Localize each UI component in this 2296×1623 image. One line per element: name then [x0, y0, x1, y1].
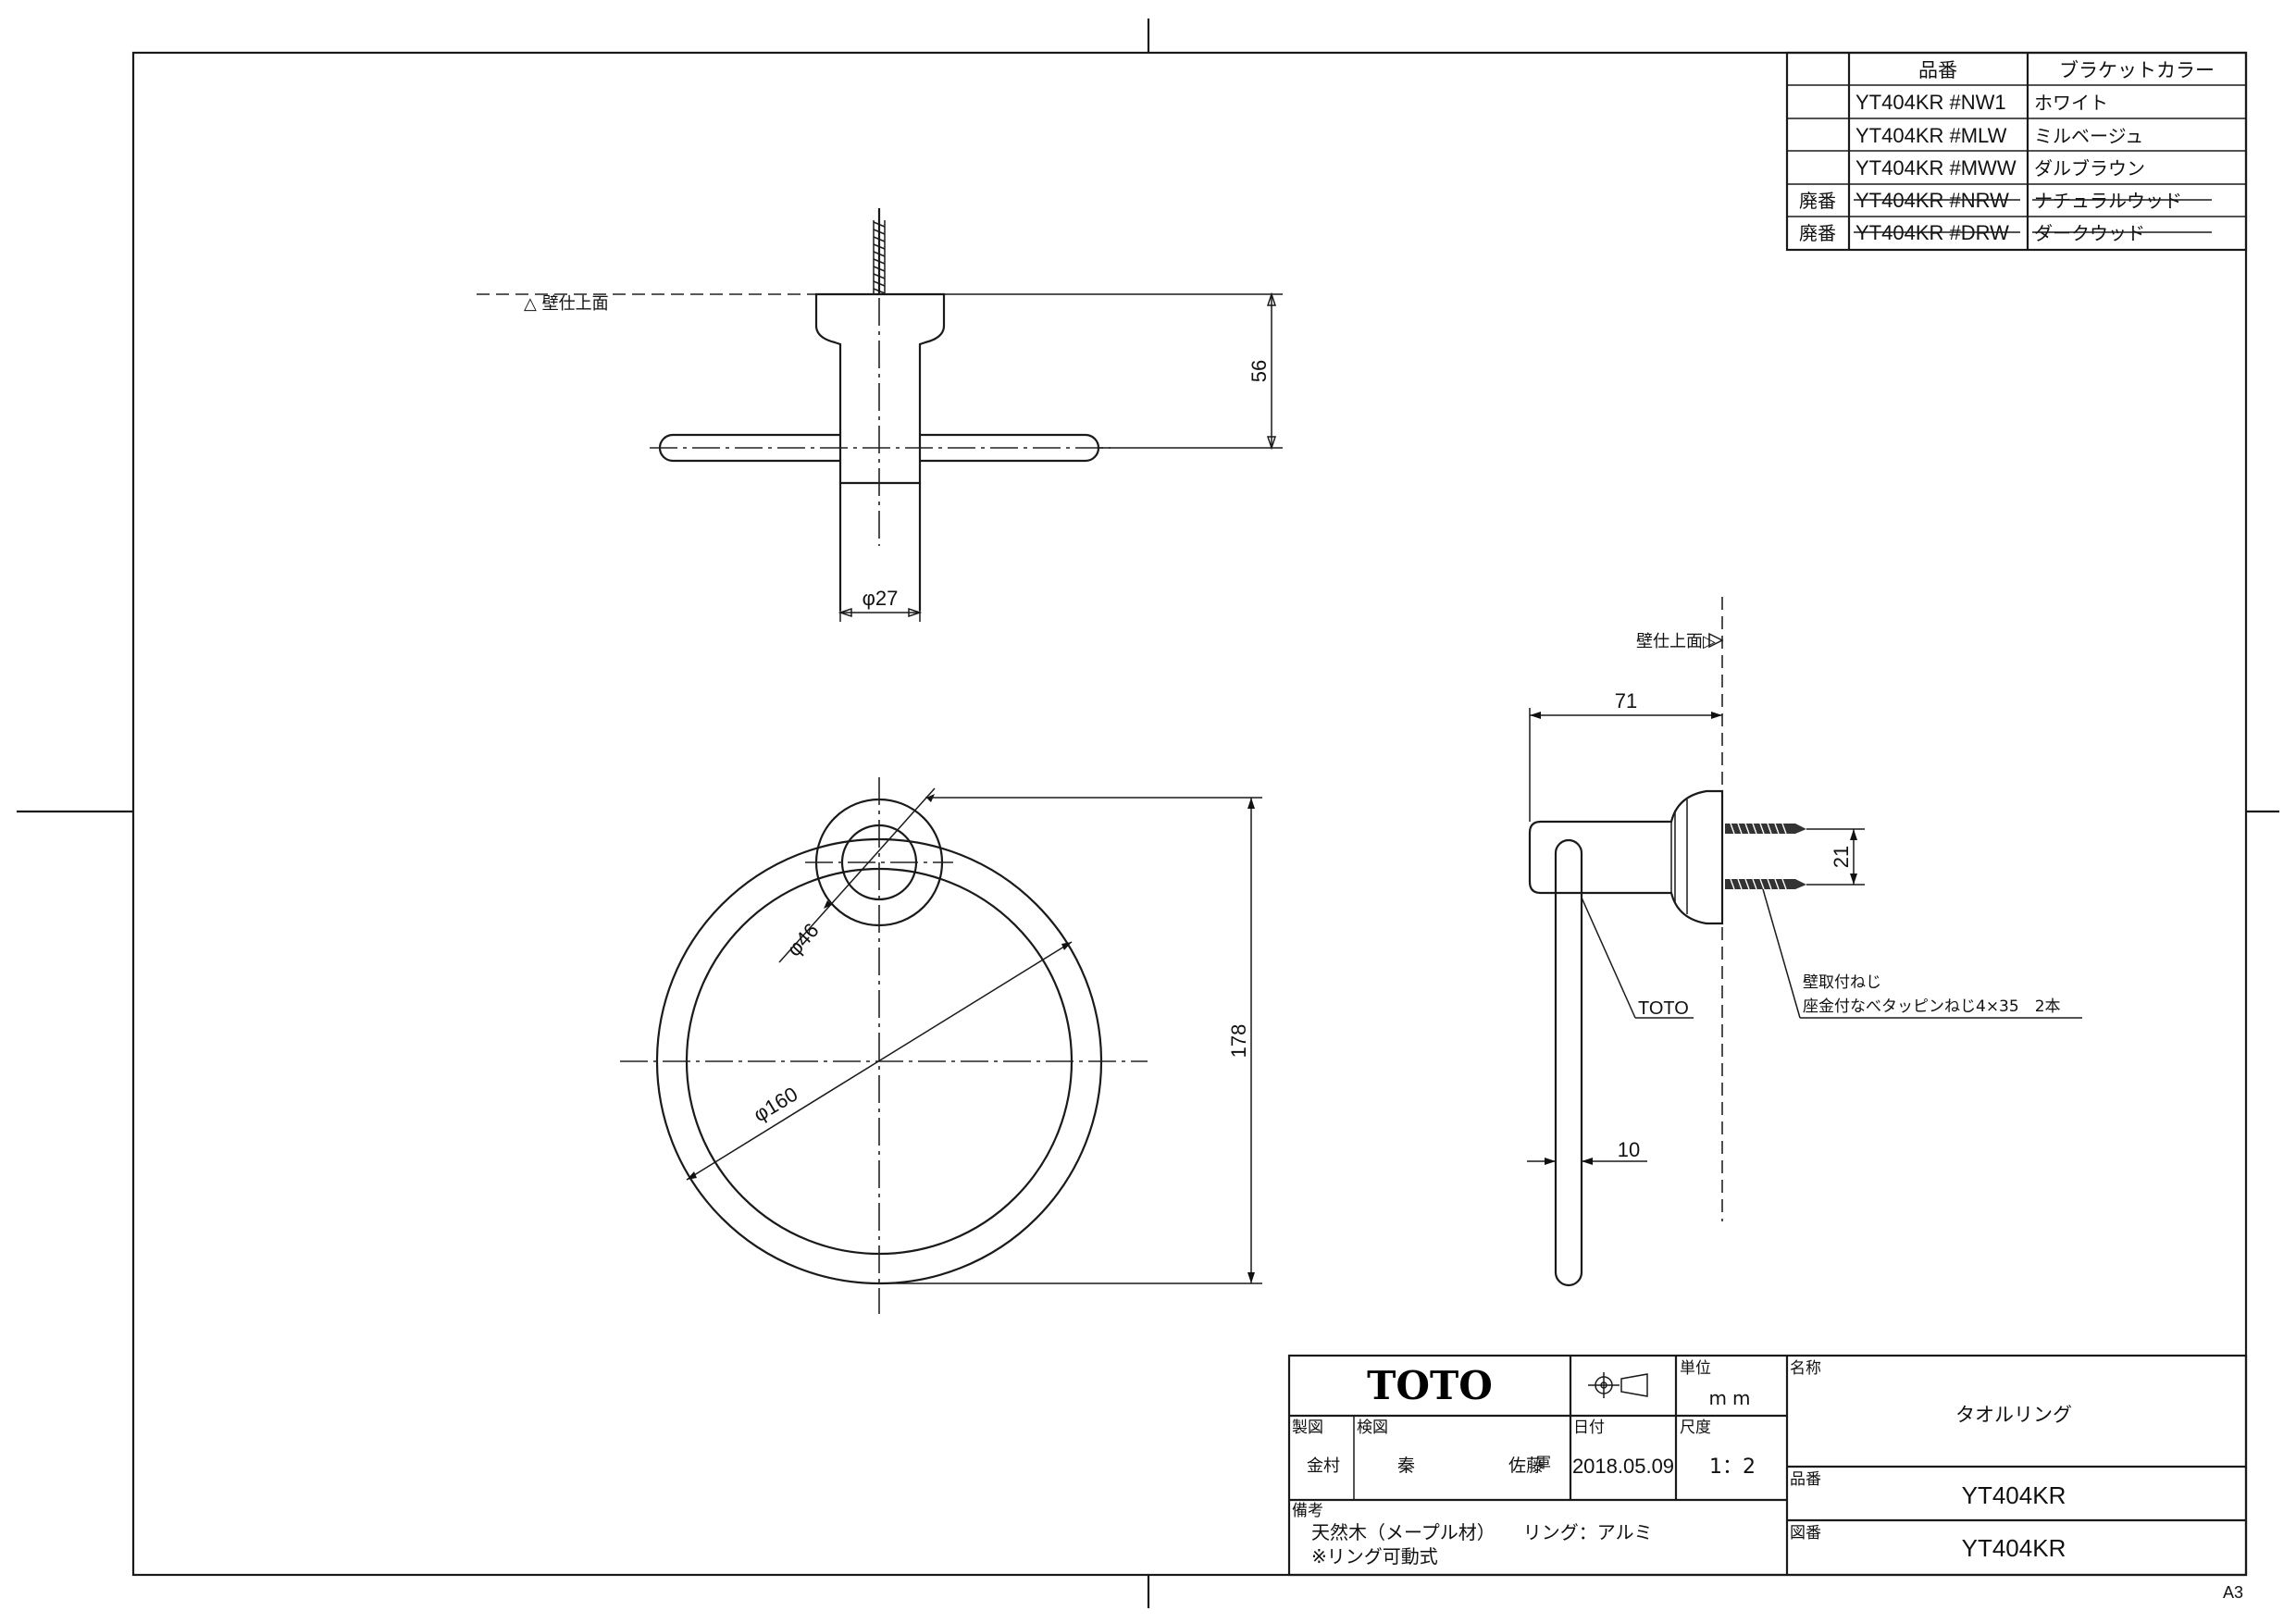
dim-diameter-27: φ27: [863, 587, 899, 610]
dim-height-178: 178: [1227, 1024, 1250, 1059]
screw-note-title: 壁取付ねじ: [1803, 973, 1881, 992]
date-label: 日付: [1573, 1419, 1605, 1437]
bracket-side-view: [1528, 789, 1724, 925]
dim-ring-thickness-10: 10: [1618, 1138, 1640, 1161]
unit-label: 単位: [1680, 1359, 1711, 1378]
wood-screw-top: [873, 208, 886, 294]
checker-stamp: 軍: [1536, 1454, 1551, 1471]
parts-row-number: YT404KR #NW1: [1855, 91, 2006, 114]
dim-depth-71: 71: [1615, 689, 1637, 712]
dim-diameter-46: φ46: [782, 919, 824, 961]
checker-1: 秦: [1397, 1456, 1415, 1476]
product-number: YT404KR: [1962, 1481, 2066, 1509]
number-label: 品番: [1790, 1470, 1821, 1489]
unit-value: mm: [1709, 1387, 1756, 1409]
parts-row-number: YT404KR #MWW: [1855, 156, 2017, 180]
wall-surface-label-side: 壁仕上面▷: [1636, 632, 1716, 651]
scale-value: 1：2: [1709, 1456, 1756, 1479]
dim-screw-pitch-21: 21: [1830, 846, 1853, 868]
product-name: タオルリング: [1955, 1404, 2072, 1426]
sheet-size: A3: [2223, 1583, 2243, 1602]
made-label: 製図: [1292, 1419, 1323, 1437]
screw-note-spec: 座金付なべタッピンねじ4×35 2本: [1803, 997, 2061, 1016]
parts-table: 品番 ブラケットカラー YT404KR #NW1 ホワイト YT404KR #M…: [1785, 51, 2248, 252]
parts-row-number: YT404KR #MLW: [1855, 124, 2007, 147]
dim-diameter-160: φ160: [750, 1083, 802, 1127]
name-label: 名称: [1790, 1359, 1821, 1378]
parts-header-color: ブラケットカラー: [2059, 59, 2215, 81]
top-view: △ 壁仕上面 φ27 56: [477, 208, 1283, 622]
parts-row-status: 廃番: [1799, 222, 1836, 244]
remarks-line-2: ※リング可動式: [1311, 1545, 1438, 1567]
side-view: 壁仕上面▷ 71 21 10 TOTO: [1527, 597, 2082, 1287]
checker-2: 佐藤: [1508, 1456, 1544, 1476]
parts-row-color: ダークウッド: [2034, 222, 2145, 244]
front-view: φ46 φ160 178: [620, 777, 1262, 1314]
parts-row-color: ダルブラウン: [2034, 157, 2145, 180]
title-block: TOTO 単位 mm 製図 金村 検図 秦 佐藤 軍 日付 2018.05.09…: [1287, 1354, 2248, 1577]
parts-row-status: 廃番: [1799, 190, 1836, 212]
bracket-top-view: [814, 292, 946, 485]
toto-logo: TOTO: [1367, 1363, 1493, 1408]
parts-row-color: ホワイト: [2034, 92, 2108, 114]
ring-side-view: [1554, 838, 1583, 1287]
wood-screws-side: [1725, 823, 1806, 890]
remarks-line-1: 天然木（メープル材） リング：アルミ: [1311, 1521, 1653, 1543]
dim-height-56: 56: [1247, 360, 1271, 382]
remarks-label: 備考: [1292, 1502, 1323, 1520]
scale-label: 尺度: [1680, 1419, 1711, 1437]
drawing-frame: [17, 19, 2279, 1608]
date-value: 2018.05.09: [1572, 1455, 1674, 1478]
brand-callout: TOTO: [1638, 998, 1689, 1019]
parts-header-number: 品番: [1918, 59, 1957, 81]
check-label: 検図: [1357, 1419, 1388, 1437]
made-by: 金村: [1307, 1456, 1340, 1476]
drawing-number: YT404KR: [1962, 1534, 2066, 1562]
drawing-no-label: 図番: [1790, 1524, 1821, 1542]
wall-surface-label-top: △ 壁仕上面: [524, 294, 609, 314]
third-angle-projection-icon: [1588, 1372, 1648, 1398]
parts-row-color: ナチュラルウッド: [2034, 190, 2182, 212]
parts-row-color: ミルベージュ: [2034, 125, 2143, 147]
